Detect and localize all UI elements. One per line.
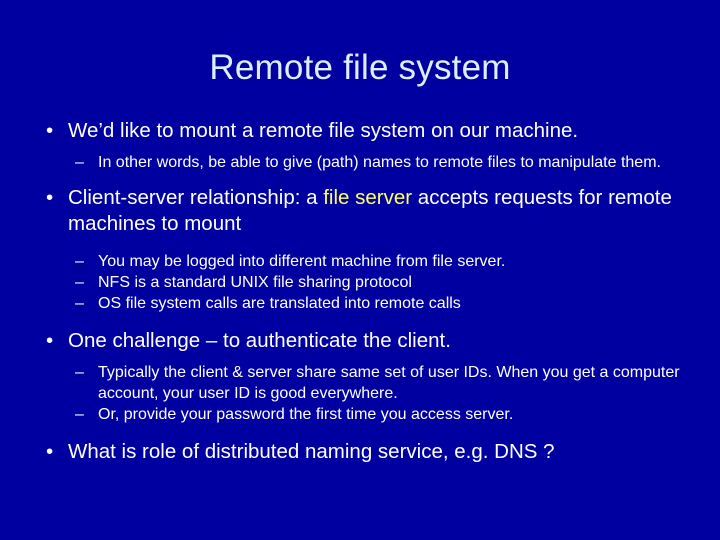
spacer xyxy=(36,425,696,439)
bullet-text: What is role of distributed naming servi… xyxy=(68,440,555,463)
spacer xyxy=(36,314,696,328)
bullet-text: OS file system calls are translated into… xyxy=(98,295,461,312)
bullet-level2: – OS file system calls are translated in… xyxy=(36,293,696,314)
bullet-dot-icon: • xyxy=(46,119,54,142)
bullet-text: You may be logged into different machine… xyxy=(98,253,506,270)
bullet-text: One challenge – to authenticate the clie… xyxy=(68,329,451,352)
bullet-dot-icon: • xyxy=(46,329,54,352)
bullet-level2: – NFS is a standard UNIX file sharing pr… xyxy=(36,272,696,293)
bullet-dash-icon: – xyxy=(75,364,84,381)
bullet-level1: • What is role of distributed naming ser… xyxy=(36,439,696,465)
bullet-text-after: accepts requests for remote machines to … xyxy=(68,186,672,235)
bullet-dot-icon: • xyxy=(46,440,54,463)
bullet-level2: – Typically the client & server share sa… xyxy=(36,362,696,404)
bullet-level2: – In other words, be able to give (path)… xyxy=(36,152,696,173)
slide-title: Remote file system xyxy=(209,48,511,87)
bullet-dash-icon: – xyxy=(75,406,84,423)
bullet-level2: – You may be logged into different machi… xyxy=(36,251,696,272)
bullet-text: NFS is a standard UNIX file sharing prot… xyxy=(98,274,412,291)
bullet-level1: • One challenge – to authenticate the cl… xyxy=(36,328,696,354)
bullet-dash-icon: – xyxy=(75,295,84,312)
bullet-level1: • We’d like to mount a remote file syste… xyxy=(36,118,696,144)
bullet-text: In other words, be able to give (path) n… xyxy=(98,154,661,171)
bullet-text: Typically the client & server share same… xyxy=(98,364,680,402)
bullet-text: Or, provide your password the first time… xyxy=(98,406,514,423)
bullet-text: We’d like to mount a remote file system … xyxy=(68,119,579,142)
spacer xyxy=(36,239,696,251)
bullet-text-before: Client-server relationship: a xyxy=(68,186,324,209)
slide-body: • We’d like to mount a remote file syste… xyxy=(36,118,696,467)
spacer xyxy=(36,173,696,185)
bullet-level2: – Or, provide your password the first ti… xyxy=(36,404,696,425)
bullet-text-highlight: file server xyxy=(323,186,413,209)
bullet-dot-icon: • xyxy=(46,186,54,209)
bullet-dash-icon: – xyxy=(75,253,84,270)
bullet-level1: • Client-server relationship: a file ser… xyxy=(36,185,696,237)
bullet-dash-icon: – xyxy=(75,154,84,171)
bullet-text: Client-server relationship: a file serve… xyxy=(68,185,696,237)
bullet-dash-icon: – xyxy=(75,274,84,291)
